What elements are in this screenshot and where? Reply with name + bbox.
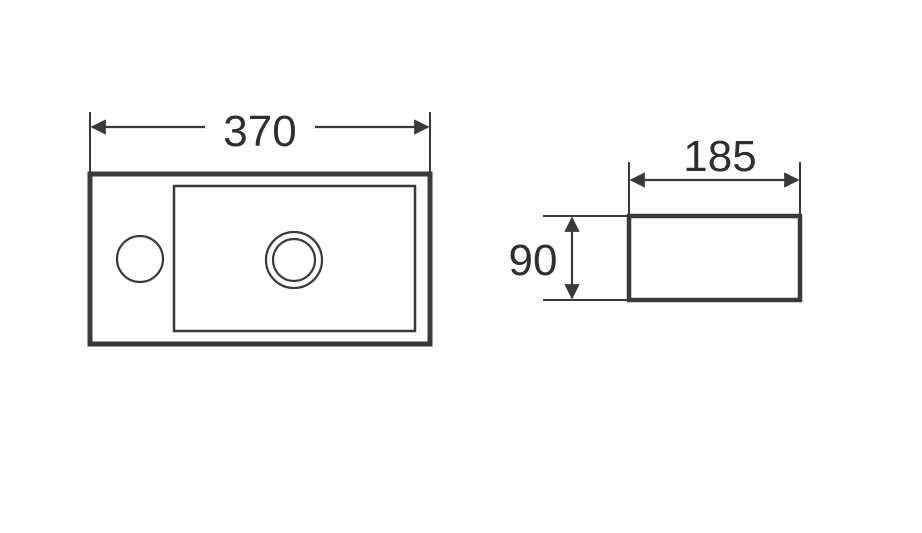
tap-hole — [115, 234, 165, 284]
drain-inner-ring — [271, 237, 317, 283]
drain-outer-ring — [264, 230, 324, 290]
side-profile-outline — [626, 213, 803, 303]
side-view-height-label: 90 — [509, 236, 558, 285]
basin-bowl-outline — [172, 184, 417, 333]
basin-outer-outline — [87, 171, 433, 347]
side-view-width-label: 185 — [683, 132, 756, 181]
top-view-width-label: 370 — [223, 107, 296, 156]
top-view: 370 — [87, 107, 433, 347]
side-view: 185 90 — [509, 132, 803, 303]
